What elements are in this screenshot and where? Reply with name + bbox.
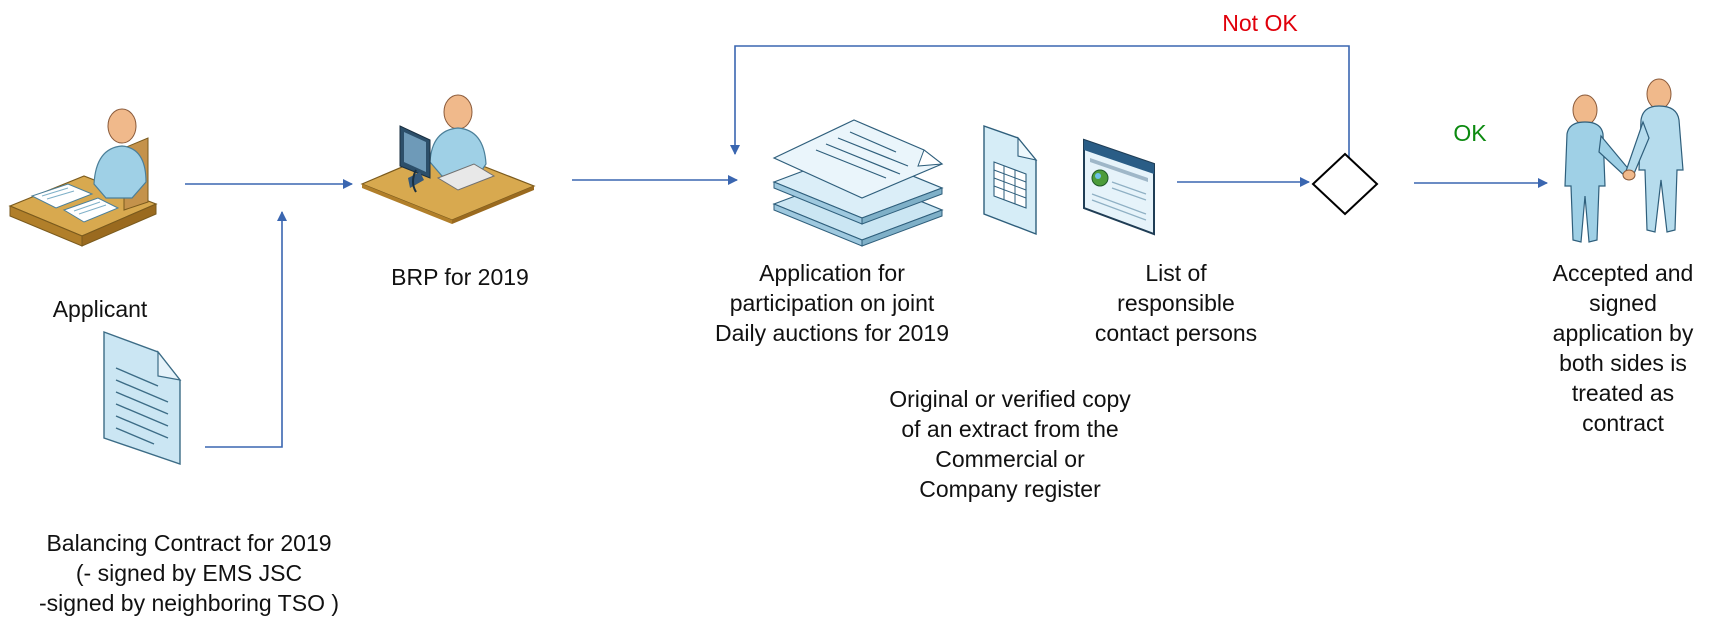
person-at-computer-icon <box>360 94 536 224</box>
arrow-not-ok-loop <box>730 45 1350 160</box>
web-page-icon <box>1083 138 1155 236</box>
person-at-desk-with-papers-icon <box>8 108 158 247</box>
document-icon <box>103 330 182 465</box>
stacked-documents-icon <box>772 119 944 247</box>
balancing-contract-label: Balancing Contract for 2019 (- signed by… <box>38 530 340 616</box>
brp-label: BRP for 2019 <box>391 264 529 290</box>
not-ok-label: Not OK <box>1222 10 1298 36</box>
spreadsheet-document-icon <box>983 125 1038 236</box>
accepted-label: Accepted and signed application by both … <box>1552 260 1694 436</box>
extract-label: Original or verified copy of an extract … <box>889 386 1131 502</box>
application-label: Application for participation on joint D… <box>715 260 949 346</box>
arrow-contract-to-main-flow <box>205 211 287 448</box>
ok-label: OK <box>1453 120 1487 146</box>
contact-list-label: List of responsible contact persons <box>1094 260 1258 346</box>
decision-diamond-icon <box>1311 152 1379 216</box>
applicant-label: Applicant <box>52 296 148 322</box>
handshake-icon <box>1564 78 1684 243</box>
